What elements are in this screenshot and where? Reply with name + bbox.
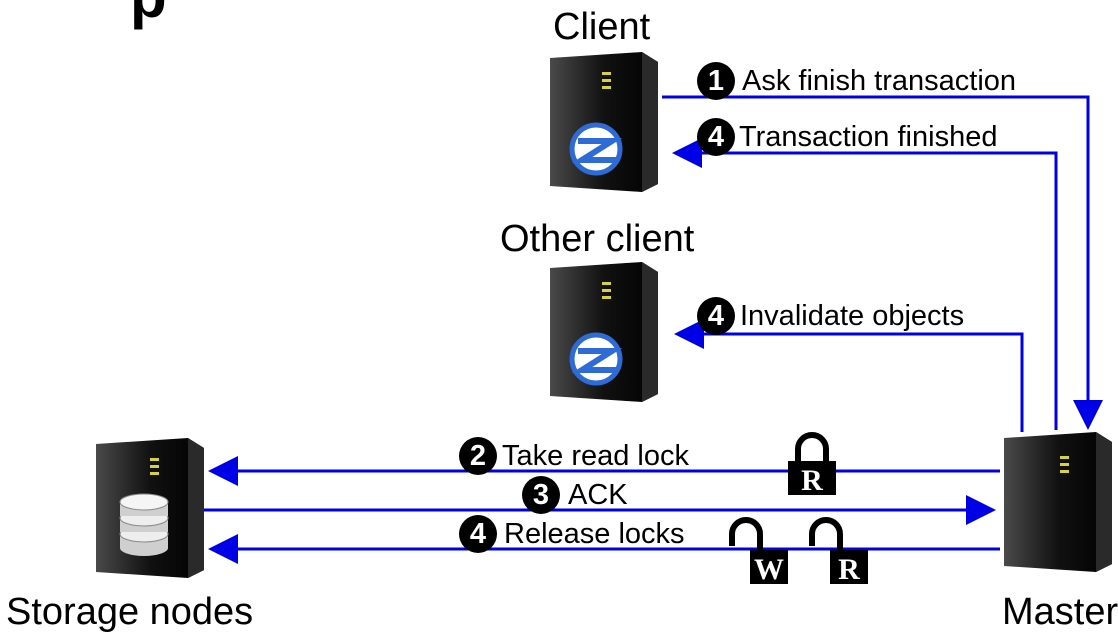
release-locks-label: Release locks — [504, 518, 685, 550]
heading-fragment: p — [130, 0, 167, 31]
arrow-transaction-finished — [672, 138, 1058, 430]
step-badge-1: 1 — [697, 62, 735, 100]
arrow-ask-finish — [662, 95, 1103, 430]
read-lock-closed-icon: R — [788, 432, 836, 497]
arrow-invalidate — [674, 319, 1024, 432]
step-badge-4-finished: 4 — [697, 118, 735, 156]
zope-logo-icon — [569, 122, 623, 176]
take-read-lock-label: Take read lock — [502, 440, 689, 472]
other-client-label: Other client — [500, 218, 695, 260]
client-label: Client — [553, 6, 651, 48]
other-client-server-icon — [550, 262, 658, 402]
master-label: Master — [1002, 591, 1118, 633]
step-badge-4-release: 4 — [459, 515, 497, 553]
read-lock-letter-open: R — [838, 553, 860, 586]
write-lock-open-icon: W — [729, 517, 788, 586]
transaction-finished-label: Transaction finished — [739, 121, 998, 153]
storage-nodes-label: Storage nodes — [6, 591, 254, 633]
zope-logo-icon — [569, 332, 623, 386]
ask-finish-label: Ask finish transaction — [742, 65, 1017, 97]
step-badge-3: 3 — [522, 476, 560, 514]
ack-label: ACK — [568, 479, 628, 511]
invalidate-objects-label: Invalidate objects — [740, 300, 965, 332]
storage-server-icon — [96, 438, 204, 578]
step-badge-4-invalidate: 4 — [697, 297, 735, 335]
write-lock-letter: W — [754, 553, 784, 586]
read-lock-letter: R — [801, 464, 823, 497]
step-badge-2: 2 — [459, 437, 497, 475]
client-server-icon — [550, 52, 658, 192]
master-server-icon — [1004, 432, 1112, 572]
database-icon — [119, 493, 169, 556]
read-lock-open-icon: R — [809, 517, 868, 586]
